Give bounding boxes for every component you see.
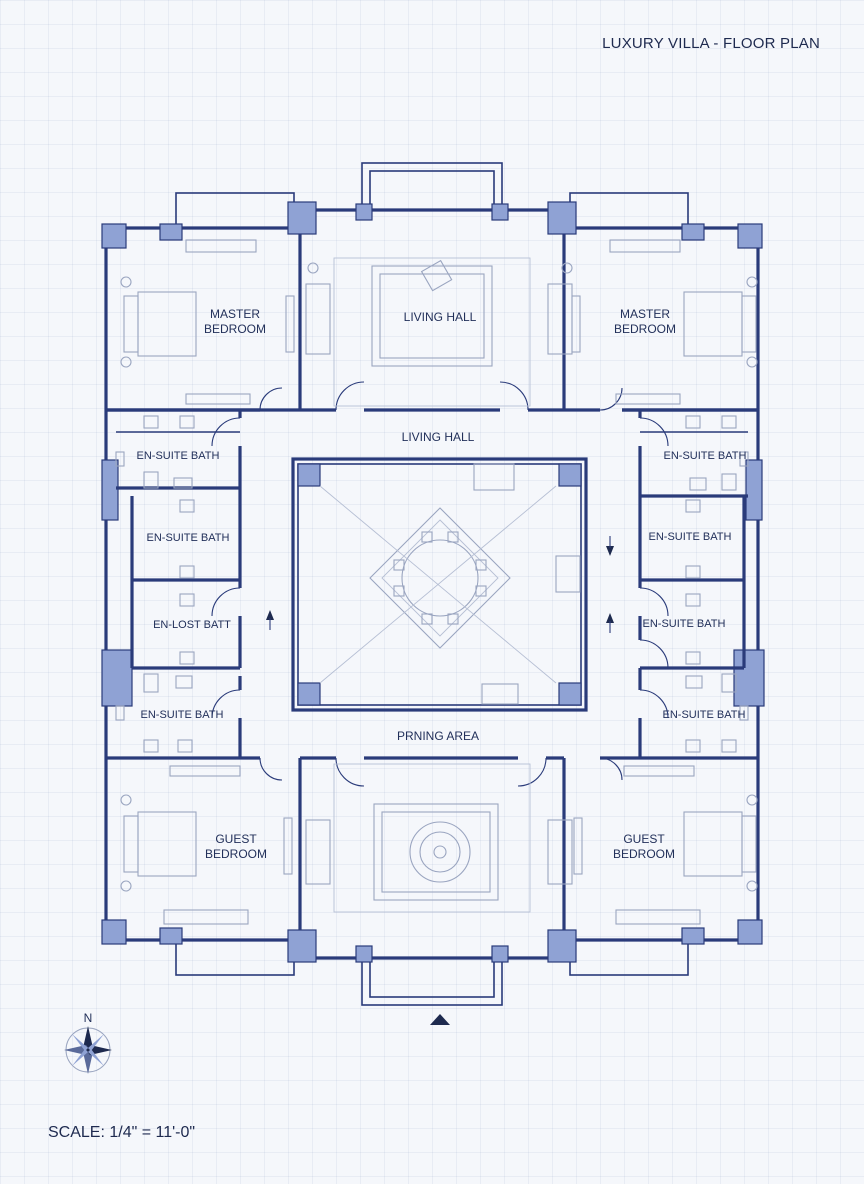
room-label-guest-left-1: GUEST [215,832,257,846]
living-hall-top: LIVING HALL [300,257,573,412]
columns [101,201,765,963]
central-dining-block [291,457,588,712]
room-label-bath-r4: EN-SUITE BATH [663,709,746,721]
room-label-bath-l3: EN-LOST BATT [153,619,231,631]
guest-bedroom-left: GUEST BEDROOM [120,765,293,925]
room-label-master-left-1: MASTER [210,307,260,321]
compass-rose-icon: N [64,1011,112,1074]
bath-stack-right: EN-SUITE BATH EN-SUITE BATH EN-SUITE BAT… [599,408,758,781]
room-label-guest-right-1: GUEST [623,832,665,846]
room-label-master-right-2: BEDROOM [614,322,676,336]
room-label-master-left-2: BEDROOM [204,322,266,336]
room-label-bath-l1: EN-SUITE BATH [137,450,220,462]
room-label-dining: PRNING AREA [397,729,479,743]
balconies [175,162,689,1006]
room-label-living-center: LIVING HALL [402,430,475,444]
room-label-living-top: LIVING HALL [404,310,477,324]
drawing-title: LUXURY VILLA - FLOOR PLAN [602,35,820,52]
room-label-bath-r3: EN-SUITE BATH [643,618,726,630]
master-bedroom-right: MASTER BEDROOM [564,239,758,412]
compass-north-label: N [84,1011,93,1025]
room-label-bath-r2: EN-SUITE BATH [649,531,732,543]
bath-stack-left: EN-SUITE BATH EN-SUITE BATH EN-LOST BATT… [106,408,283,781]
room-label-guest-left-2: BEDROOM [205,847,267,861]
room-label-guest-right-2: BEDROOM [613,847,675,861]
master-bedroom-left: MASTER BEDROOM [106,239,300,412]
entrance-hall-bottom [300,756,573,1025]
room-label-bath-r1: EN-SUITE BATH [664,450,747,462]
scale-note: SCALE: 1/4" = 11'-0" [48,1124,196,1141]
circulation-arrows [266,536,614,633]
room-label-master-right-1: MASTER [620,307,670,321]
room-label-bath-l4: EN-SUITE BATH [141,709,224,721]
guest-bedroom-right: GUEST BEDROOM [573,765,758,925]
room-label-bath-l2: EN-SUITE BATH [147,532,230,544]
